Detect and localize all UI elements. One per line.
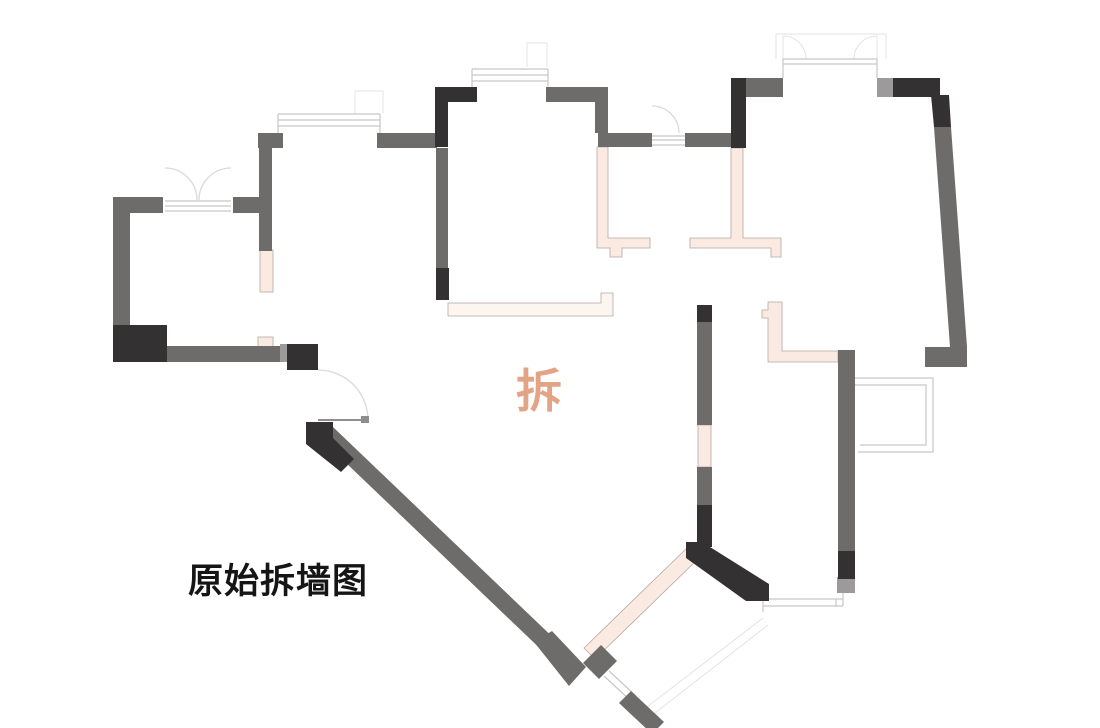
door-jamb-segment (583, 645, 617, 679)
wall-segment (697, 467, 712, 507)
demolished-wall-segment (761, 301, 839, 363)
wall-segment (697, 305, 712, 322)
dark-walls (113, 78, 951, 601)
wall-segment (925, 347, 967, 367)
bay-window (855, 377, 934, 453)
wall-segment (838, 551, 855, 579)
window-outer-sill (526, 42, 548, 67)
demolished-wall-segment (689, 147, 782, 258)
wall-segment (685, 133, 733, 147)
demolished-wall-segment (596, 146, 651, 258)
wall-segment (837, 577, 855, 593)
door-swing-arc (164, 167, 198, 201)
wall-segment (259, 148, 272, 251)
door-jamb-block (306, 422, 354, 472)
wall-segment (377, 133, 437, 148)
window-outer-sill (354, 90, 384, 113)
door-leaf-tip (361, 416, 369, 423)
wall-segment (436, 148, 448, 270)
window (762, 592, 844, 612)
wall-segment (258, 133, 283, 148)
door-swing-arc (198, 167, 232, 201)
wall-segment (877, 78, 894, 97)
demolish-label: 拆 (516, 365, 563, 417)
door-swing-arc (317, 369, 369, 421)
drawing-title: 原始拆墙图 (188, 562, 368, 601)
window (471, 68, 549, 87)
interior-door (317, 369, 369, 423)
angled-wall-segment (686, 542, 769, 601)
gray-walls (113, 78, 967, 728)
wall-segment (233, 197, 260, 213)
wall-segment (280, 344, 288, 362)
windows (165, 58, 934, 702)
slanted-wall-segment (934, 127, 967, 347)
faint-outlines (164, 33, 887, 718)
wall-step-segment (534, 631, 586, 686)
casement-swing-arc (782, 35, 807, 60)
demolished-wall-segment (259, 249, 274, 293)
wall-segment (697, 505, 712, 547)
window-outer-sill (775, 33, 887, 59)
casement-leaf-line (782, 36, 878, 59)
demolished-wall-segment (257, 336, 274, 348)
wall-segment (731, 78, 746, 148)
balcony-edge-line (642, 617, 769, 718)
wall-segment (838, 350, 855, 553)
wall-segment (435, 87, 477, 102)
window (782, 58, 878, 78)
demolished-wall-segment (697, 424, 712, 468)
wall-segment (697, 322, 712, 425)
door-jamb-block (287, 344, 318, 370)
demolished-walls (257, 146, 839, 660)
casement-swing-arc (853, 35, 878, 60)
wall-segment (546, 87, 608, 102)
demolished-wall-segment (447, 292, 614, 317)
wall-segment (893, 78, 940, 97)
wall-segment (113, 197, 130, 327)
wall-corner-block (113, 325, 167, 362)
light-walls (280, 78, 894, 593)
window (165, 200, 231, 212)
wall-segment (745, 78, 783, 97)
diagonal-wall-segment (321, 426, 562, 659)
wall-segment (595, 102, 608, 133)
demolished-wall-segment (583, 544, 702, 660)
window (652, 135, 685, 146)
wall-segment (435, 100, 448, 147)
wall-corner-block (931, 95, 951, 127)
window (277, 113, 381, 133)
door-swing-arc (651, 105, 680, 134)
wall-segment (619, 691, 664, 728)
wall-segment (598, 133, 652, 147)
wall-segment (163, 346, 290, 362)
wall-segment (436, 268, 449, 300)
